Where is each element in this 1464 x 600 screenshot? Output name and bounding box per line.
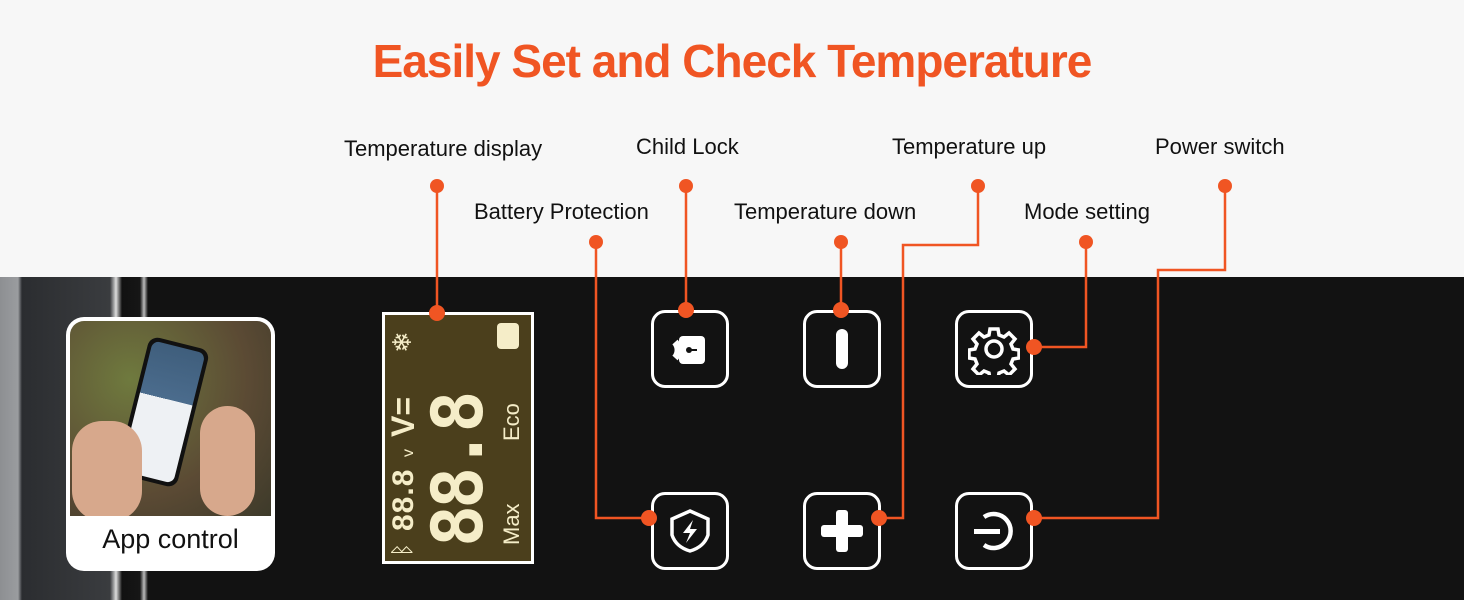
label-temperature-down: Temperature down [734, 199, 917, 224]
temperature-display: ᛒ 88.8 v V= ❄ 88.8 Max Eco [382, 312, 534, 564]
header-area [0, 0, 1464, 277]
shield-bolt-icon [670, 509, 710, 553]
plus-icon [821, 510, 863, 552]
power-switch-button[interactable] [955, 492, 1033, 570]
page-title: Easily Set and Check Temperature [372, 35, 1093, 87]
label-child-lock: Child Lock [636, 134, 739, 159]
left-hand [72, 421, 142, 516]
child-lock-button[interactable] [651, 310, 729, 388]
app-control-photo [70, 321, 271, 516]
label-battery-protection: Battery Protection [474, 199, 649, 224]
app-control-card: App control [66, 317, 275, 571]
gear-icon [968, 327, 1020, 375]
lock-icon [672, 336, 705, 364]
battery-protection-button[interactable] [651, 492, 729, 570]
temperature-up-button[interactable] [803, 492, 881, 570]
app-control-label: App control [102, 524, 239, 554]
right-hand [200, 406, 255, 516]
power-icon [974, 511, 1013, 551]
label-temperature-up: Temperature up [892, 134, 1047, 159]
label-power-switch: Power switch [1155, 134, 1285, 159]
mode-setting-button[interactable] [955, 310, 1033, 388]
label-temperature-display: Temperature display [344, 136, 543, 161]
label-mode-setting: Mode setting [1024, 199, 1150, 224]
minus-icon [836, 329, 848, 369]
